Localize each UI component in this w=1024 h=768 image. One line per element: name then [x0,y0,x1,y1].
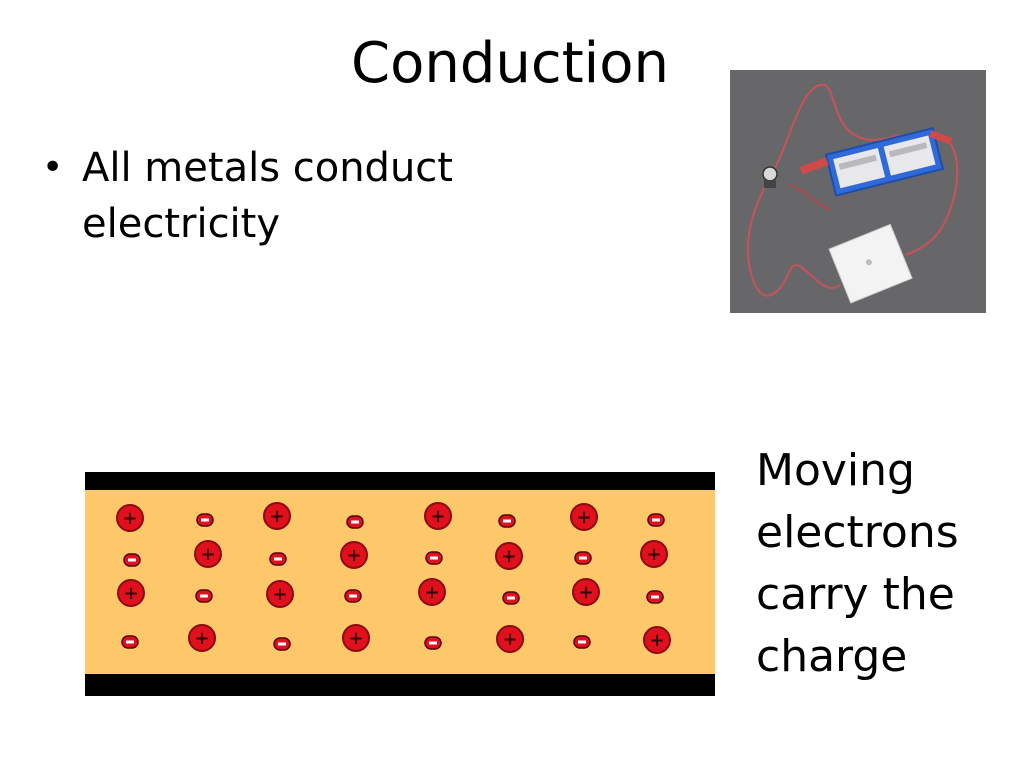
conductor-top-boundary [85,472,715,490]
electron-minus-symbol [201,518,209,522]
positive-ion-symbol: + [576,507,591,528]
metal-conductor-diagram: + + + + + + + + + + + + + + + + [85,472,715,696]
electron-minus-symbol [507,596,515,600]
electron-minus-symbol [200,594,208,598]
positive-ion-symbol: + [122,508,137,529]
positive-ion-symbol: + [200,544,215,565]
electron-minus-symbol [126,640,134,644]
electron-minus-symbol [351,520,359,524]
electron-minus-symbol [430,556,438,560]
positive-ion-symbol: + [649,630,664,651]
conductor-bottom-boundary [85,674,715,696]
positive-ion-symbol: + [424,582,439,603]
electron-minus-symbol [651,595,659,599]
bullet-item: • All metals conduct electricity [38,140,558,252]
electron-minus-symbol [128,558,136,562]
positive-ion [418,578,446,606]
positive-ion-symbol: + [348,628,363,649]
bullet-text: All metals conduct electricity [82,145,453,247]
positive-ion-symbol: + [123,583,138,604]
positive-ion [572,578,600,606]
positive-ion-symbol: + [578,582,593,603]
electron-minus-symbol [578,640,586,644]
positive-ion-symbol: + [501,546,516,567]
positive-ion-symbol: + [272,584,287,605]
positive-ion [640,540,668,568]
positive-ion-symbol: + [646,544,661,565]
positive-ion [643,626,671,654]
positive-ion [495,542,523,570]
metal-band [85,490,715,674]
positive-ion-symbol: + [430,506,445,527]
electron-minus-symbol [579,556,587,560]
electron-minus-symbol [503,519,511,523]
positive-ion [266,580,294,608]
slide-title: Conduction [351,31,669,96]
electron-minus-symbol [349,594,357,598]
positive-ion [116,504,144,532]
electron-minus-symbol [278,642,286,646]
positive-ion [496,625,524,653]
positive-ion [340,541,368,569]
positive-ion [117,579,145,607]
positive-ion [342,624,370,652]
positive-ion-symbol: + [502,629,517,650]
electron-minus-symbol [429,641,437,645]
bullet-dot-icon: • [42,147,64,188]
electron-minus-symbol [652,518,660,522]
battery-circuit-photo [730,70,986,313]
positive-ion-symbol: + [194,628,209,649]
positive-ion-symbol: + [346,545,361,566]
positive-ion [194,540,222,568]
positive-ion [263,502,291,530]
caption-text: Moving electrons carry the charge [756,445,959,682]
electron-minus-symbol [274,557,282,561]
positive-ion [188,624,216,652]
positive-ion [424,502,452,530]
positive-ion-symbol: + [269,506,284,527]
positive-ion [570,503,598,531]
bullet-list: • All metals conduct electricity [38,140,558,252]
